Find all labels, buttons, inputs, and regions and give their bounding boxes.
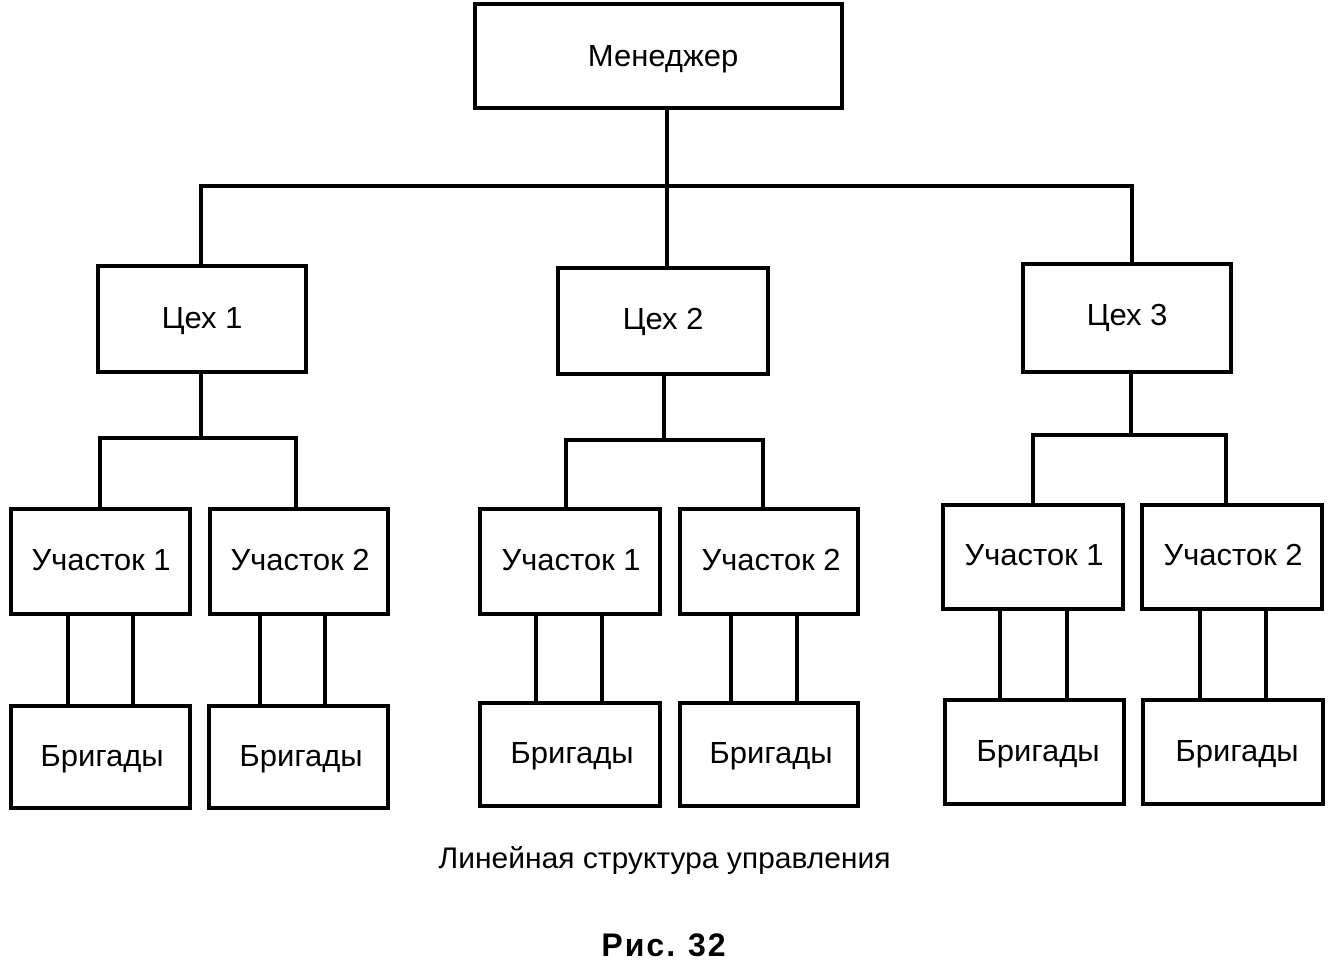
- node-w2-section-2: Участок 2: [678, 507, 860, 616]
- connectors: [66, 106, 1268, 708]
- node-workshop-3-label: Цех 3: [1087, 297, 1168, 332]
- node-w3-section-1: Участок 1: [941, 503, 1125, 611]
- node-w2-section-1: Участок 1: [478, 507, 662, 616]
- node-manager: Менеджер: [473, 2, 844, 110]
- node-w1-section-1: Участок 1: [9, 507, 192, 616]
- node-w2-s1-teams: Бригады: [478, 701, 662, 808]
- node-w3-s1-teams-label: Бригады: [976, 733, 1099, 768]
- node-w1-section-2: Участок 2: [208, 507, 390, 616]
- node-w2-section-1-label: Участок 1: [501, 542, 640, 577]
- node-manager-label: Менеджер: [588, 38, 738, 73]
- node-w3-section-2-label: Участок 2: [1163, 537, 1302, 572]
- node-w2-s2-teams: Бригады: [678, 701, 860, 808]
- org-chart: Менеджер Цех 1 Цех 2 Цех 3 Участок 1 Уча…: [9, 2, 1325, 810]
- diagram-caption: Линейная структура управления: [438, 842, 891, 875]
- node-w3-section-2: Участок 2: [1140, 503, 1324, 611]
- node-workshop-3: Цех 3: [1021, 262, 1233, 374]
- node-w3-section-1-label: Участок 1: [964, 537, 1103, 572]
- node-workshop-1: Цех 1: [96, 264, 308, 374]
- node-w1-section-2-label: Участок 2: [230, 542, 369, 577]
- node-w2-s2-teams-label: Бригады: [709, 735, 832, 770]
- node-w1-s2-teams-label: Бригады: [239, 738, 362, 773]
- node-w1-s1-teams-label: Бригады: [40, 738, 163, 773]
- node-workshop-2-label: Цех 2: [623, 301, 704, 336]
- node-w1-s1-teams: Бригады: [9, 704, 192, 810]
- node-w2-section-2-label: Участок 2: [701, 542, 840, 577]
- node-w3-s1-teams: Бригады: [943, 698, 1126, 806]
- node-w1-section-1-label: Участок 1: [31, 542, 170, 577]
- node-w2-s1-teams-label: Бригады: [510, 735, 633, 770]
- node-workshop-1-label: Цех 1: [162, 300, 243, 335]
- node-workshop-2: Цех 2: [556, 266, 770, 376]
- figure-number: Рис. 32: [601, 927, 728, 963]
- node-w1-s2-teams: Бригады: [207, 704, 390, 810]
- node-w3-s2-teams-label: Бригады: [1175, 733, 1298, 768]
- node-w3-s2-teams: Бригады: [1141, 698, 1325, 806]
